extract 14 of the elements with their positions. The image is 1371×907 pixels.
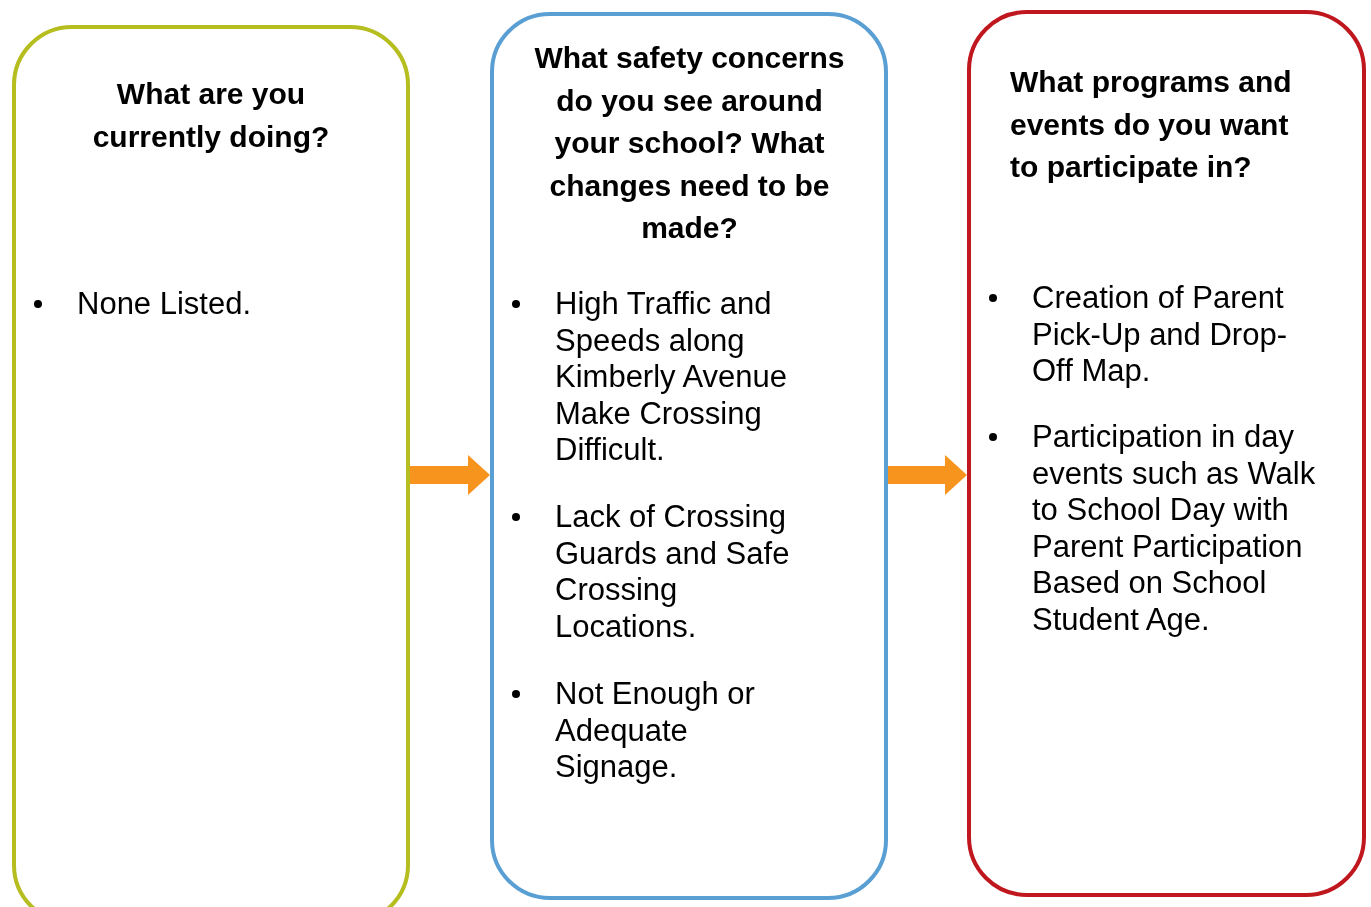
bullet-text: Not Enough or Adequate Signage. [555, 676, 756, 786]
panel-heading: What are you currently doing? [91, 76, 331, 155]
bullet-text: None Listed. [77, 286, 253, 323]
question-panel [967, 10, 1366, 897]
question-panel [490, 12, 888, 900]
question-panel [12, 25, 410, 907]
bullet-text: High Traffic and Speeds along Kimberly Avenue Make Crossing Difficult. [555, 286, 789, 469]
arrow [410, 455, 490, 495]
panel-heading: What programs and events do you want to participate in? [1010, 64, 1293, 185]
bullet-text: Participation in day events such as Walk to School Day with Parent Participation Based on School Student Age. [1032, 419, 1317, 638]
bullet-text: Lack of Crossing Guards and Safe Crossing Locations. [555, 499, 791, 645]
bullet-text: Creation of Parent Pick-Up and Drop-Off Map. [1032, 280, 1288, 390]
arrow [888, 455, 967, 495]
panel-heading: What safety concerns do you see around your school? What changes need to be made? [533, 40, 846, 246]
